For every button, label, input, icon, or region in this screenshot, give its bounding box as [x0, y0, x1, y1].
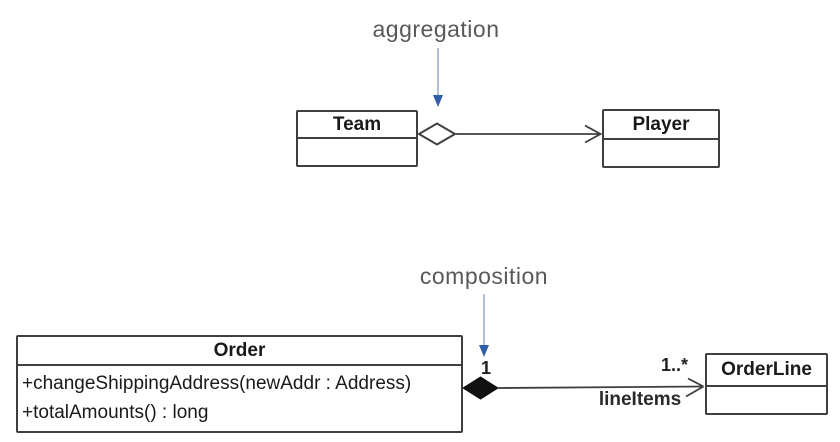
class-body-player-empty: [604, 140, 718, 166]
hollow-diamond-icon: [417, 122, 457, 146]
class-box-order: Order +changeShippingAddress(newAddr : A…: [16, 335, 463, 433]
order-method-total-amounts: +totalAmounts() : long: [22, 402, 209, 423]
class-body-team-empty: [298, 139, 416, 165]
aggregation-callout-arrowhead-icon: [433, 95, 443, 107]
open-arrowhead-orderline-lower-icon: [685, 385, 704, 398]
order-method-change-shipping-address: +changeShippingAddress(newAddr : Address…: [22, 373, 412, 394]
open-arrowhead-player-icon: [584, 124, 603, 144]
class-name-player: Player: [604, 111, 718, 140]
filled-diamond-icon: [462, 376, 499, 400]
class-box-orderline: OrderLine: [705, 353, 828, 415]
class-name-team: Team: [298, 112, 416, 139]
multiplicity-label-order-end: 1: [481, 358, 492, 378]
aggregation-annotation-label: aggregation: [372, 16, 500, 42]
multiplicity-label-orderline-end: 1..*: [660, 355, 688, 375]
role-label-lineitems: lineItems: [598, 389, 682, 410]
class-box-team: Team: [296, 110, 418, 167]
composition-association-line: [497, 385, 703, 389]
class-box-player: Player: [602, 109, 720, 168]
composition-callout-arrowhead-icon: [479, 345, 489, 357]
class-name-orderline: OrderLine: [707, 355, 826, 387]
class-body-orderline-empty: [707, 387, 826, 413]
class-body-order-methods: +changeShippingAddress(newAddr : Address…: [18, 366, 461, 431]
class-name-order: Order: [18, 337, 461, 366]
open-arrowhead-orderline-upper-icon: [687, 377, 704, 388]
composition-annotation-label: composition: [419, 263, 549, 289]
